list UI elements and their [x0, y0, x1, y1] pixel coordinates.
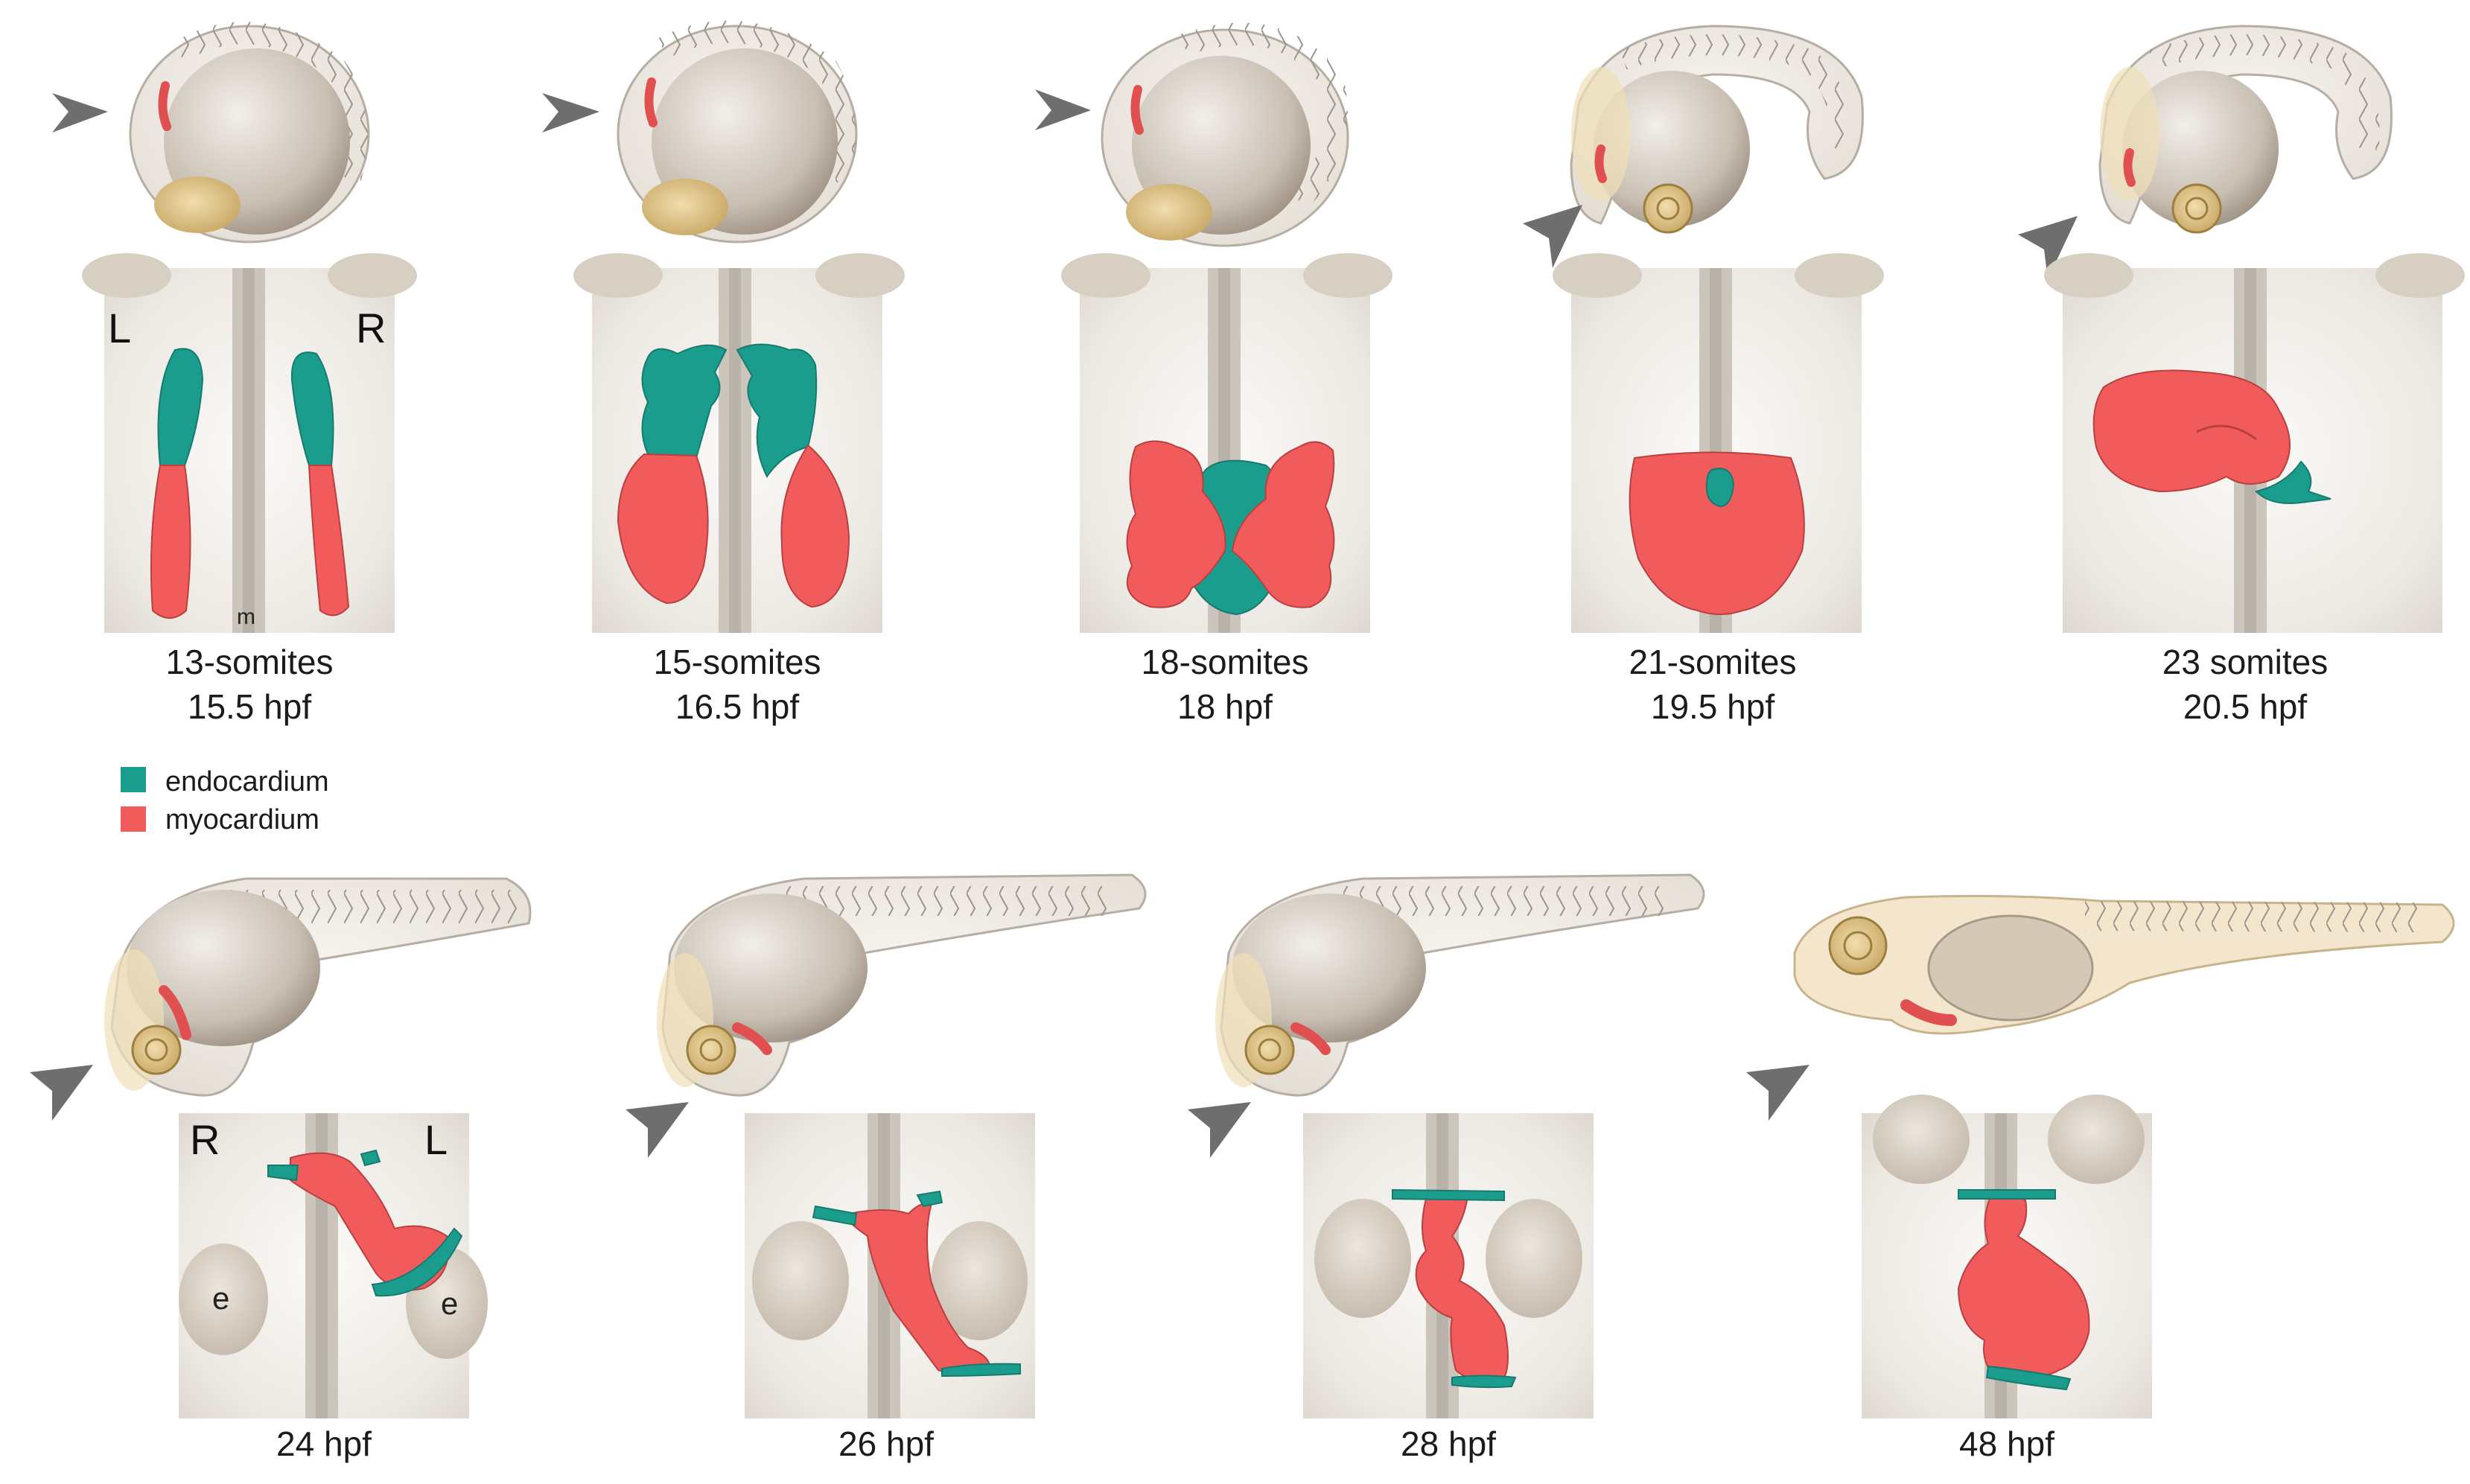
legend-swatch	[121, 806, 146, 832]
arrowhead-icon	[626, 1102, 689, 1158]
panel-21-somites: 21-somites 19.5 hpf	[1523, 26, 1884, 726]
panel-48-hpf: 48 hpf	[1746, 896, 2454, 1463]
embryo-illustration	[1215, 875, 1704, 1095]
heart-schematic: R L e e	[179, 1113, 488, 1418]
endocardium-center	[1707, 468, 1734, 506]
arrowhead-icon	[30, 1065, 93, 1121]
arrowhead-icon	[1746, 1065, 1809, 1121]
embryo-illustration	[104, 879, 530, 1095]
left-label: L	[424, 1116, 448, 1163]
arrowhead-icon	[542, 93, 599, 133]
stage-label: 24 hpf	[276, 1424, 372, 1463]
arrowhead-icon	[1035, 89, 1091, 130]
embryo-illustration	[1102, 30, 1348, 246]
heart-schematic	[2044, 253, 2465, 633]
heart-schematic	[1862, 1095, 2152, 1418]
heart-schematic	[1303, 1113, 1594, 1418]
panel-15-somites: 15-somites 16.5 hpf	[542, 26, 905, 726]
stage-label: 18-somites	[1142, 643, 1309, 681]
time-label: 15.5 hpf	[188, 687, 311, 726]
embryo-illustration	[618, 26, 856, 242]
myocardium-tube	[2094, 371, 2290, 492]
heart-schematic	[745, 1113, 1035, 1418]
endocardium-outflow	[1958, 1190, 2055, 1199]
panel-26-hpf: 26 hpf	[626, 875, 1145, 1463]
embryo-illustration	[1571, 26, 1862, 232]
panel-23-somites: 23 somites 20.5 hpf	[2018, 26, 2465, 726]
arrowhead-icon	[1188, 1102, 1251, 1158]
time-label: 19.5 hpf	[1651, 687, 1774, 726]
heart-schematic: L R m	[82, 253, 417, 633]
right-label: R	[356, 305, 386, 351]
stage-label: 15-somites	[654, 643, 821, 681]
eye-label: e	[441, 1286, 458, 1321]
arrowhead-icon	[52, 93, 108, 133]
stage-label: 26 hpf	[838, 1424, 934, 1463]
heart-schematic	[1553, 253, 1884, 633]
legend-label: myocardium	[165, 804, 319, 835]
legend-swatch	[121, 767, 146, 792]
time-label: 20.5 hpf	[2183, 687, 2307, 726]
heart-schematic	[1061, 253, 1392, 633]
endocardium-inflow	[1452, 1376, 1515, 1388]
embryo-illustration	[1795, 896, 2454, 1034]
embryo-illustration	[2100, 26, 2391, 232]
right-label: R	[190, 1116, 220, 1163]
eye-label: e	[212, 1281, 229, 1316]
time-label: 18 hpf	[1177, 687, 1273, 726]
endocardium-outflow	[1392, 1190, 1504, 1200]
embryo-illustration	[657, 875, 1145, 1095]
legend-label: endocardium	[165, 766, 329, 797]
legend: endocardium myocardium	[121, 766, 329, 835]
stage-label: 23 somites	[2162, 643, 2328, 681]
embryo-illustration	[130, 26, 369, 242]
myocardium-left	[151, 465, 191, 618]
panel-13-somites: L R m 13-somites 15.5 hpf	[52, 26, 417, 726]
heart-schematic	[573, 253, 905, 633]
stage-label: 28 hpf	[1401, 1424, 1496, 1463]
stage-label: 48 hpf	[1959, 1424, 2054, 1463]
panel-18-somites: 18-somites 18 hpf	[1035, 30, 1392, 726]
midline-label: m	[237, 605, 255, 629]
time-label: 16.5 hpf	[675, 687, 799, 726]
panel-24-hpf: R L e e 24 hpf	[30, 879, 530, 1463]
legend-item-endocardium: endocardium	[121, 766, 329, 797]
stage-label: 13-somites	[166, 643, 334, 681]
stage-label: 21-somites	[1629, 643, 1797, 681]
left-label: L	[108, 305, 131, 351]
legend-item-myocardium: myocardium	[121, 804, 319, 835]
panel-28-hpf: 28 hpf	[1188, 875, 1704, 1463]
